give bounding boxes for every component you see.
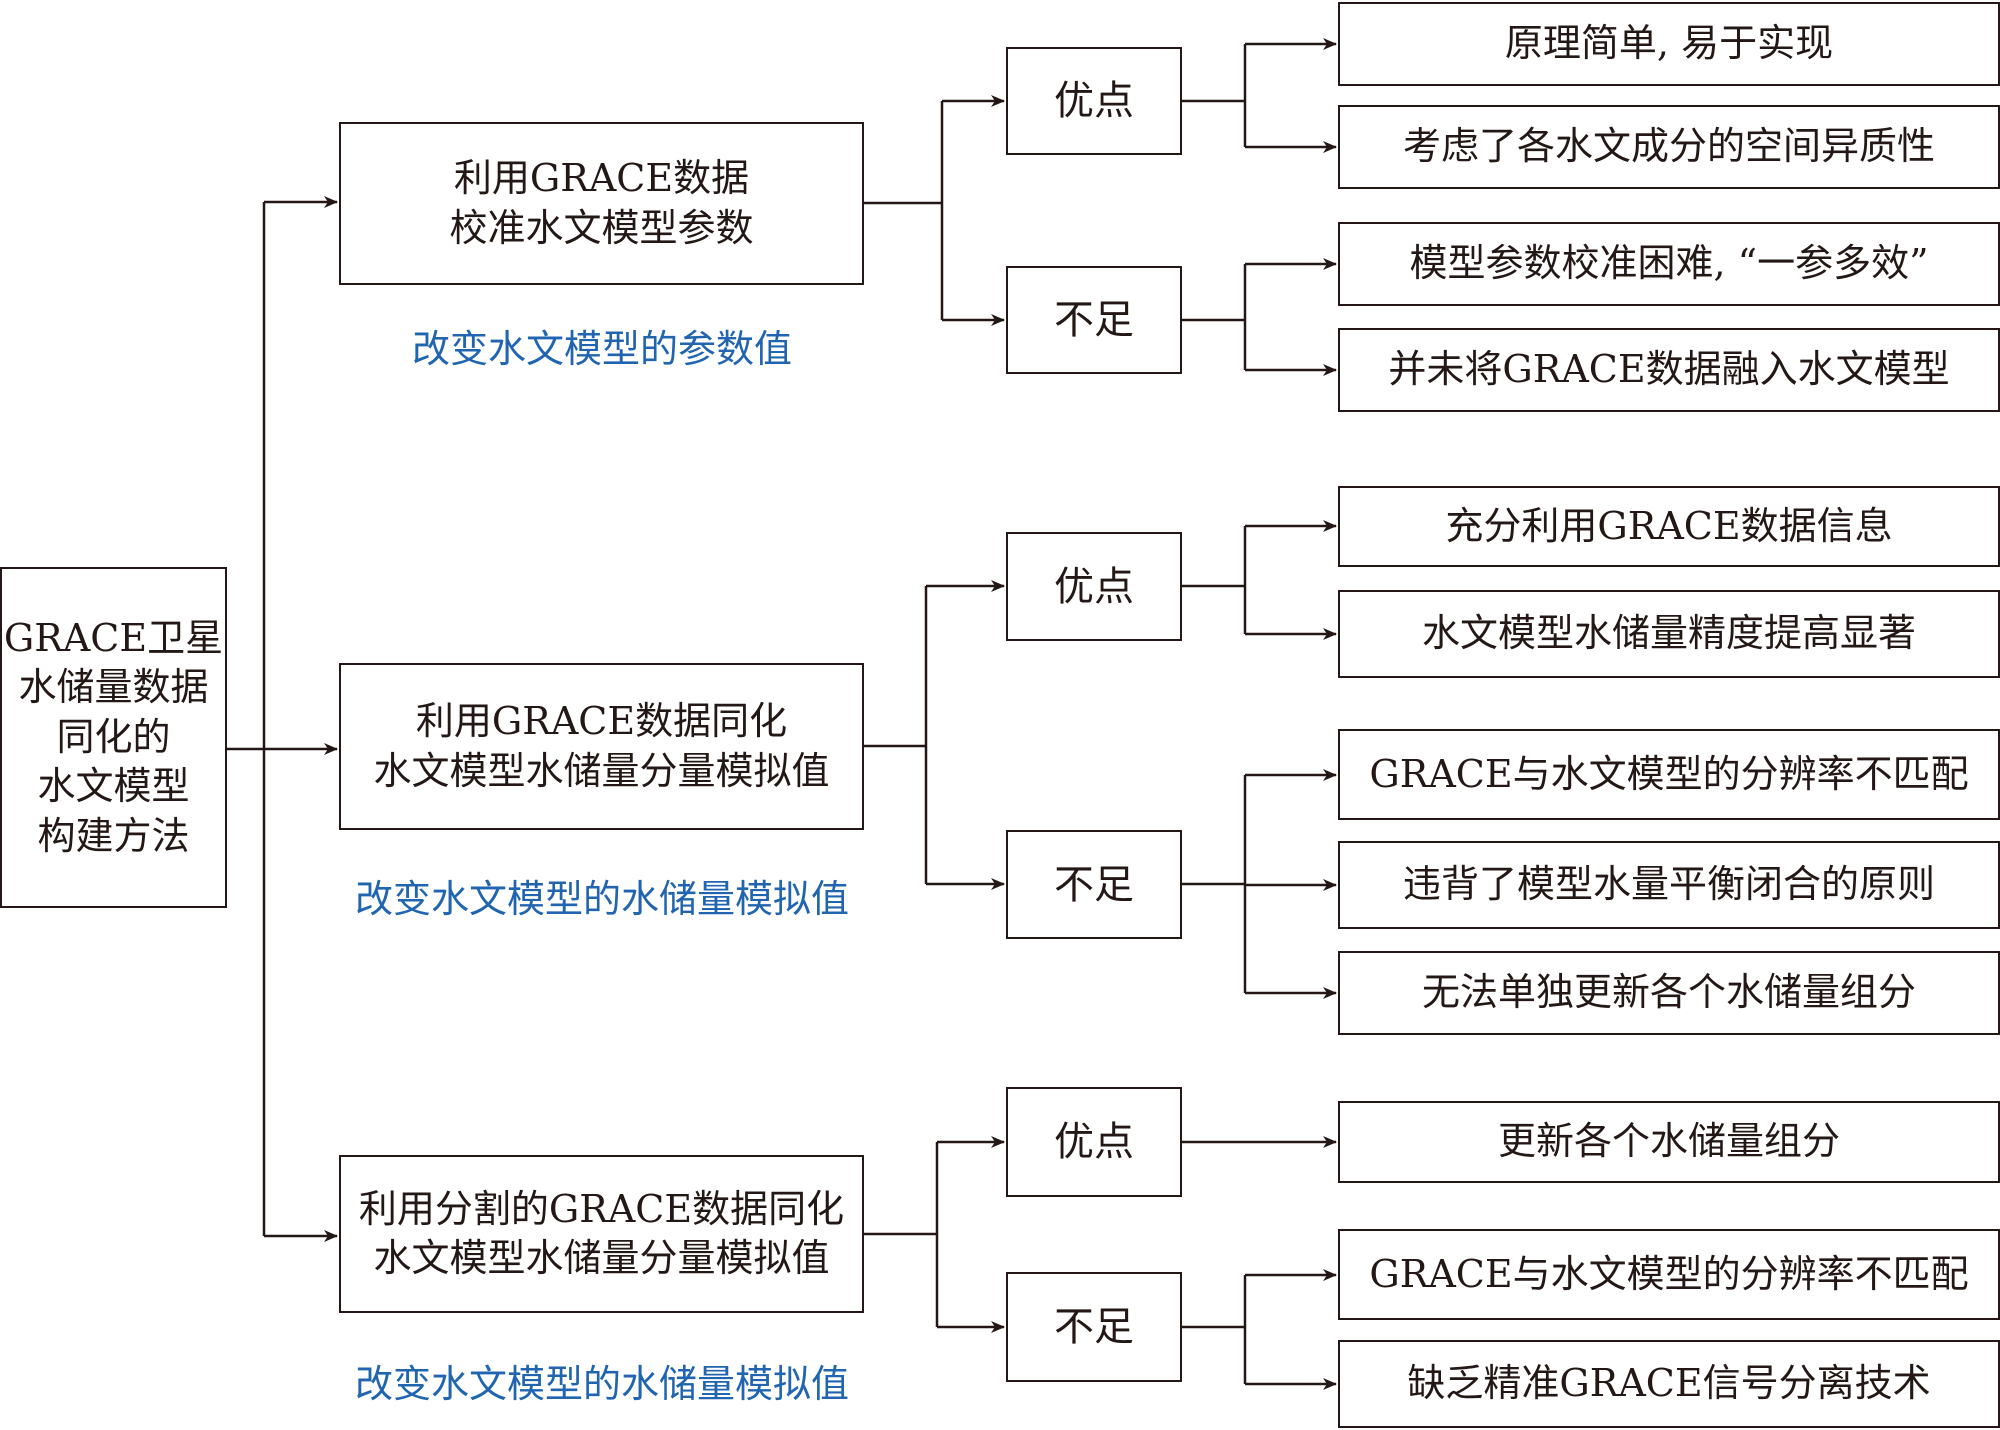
pro-item: 水文模型水储量精度提高显著: [1338, 590, 2000, 678]
method-line: 校准水文模型参数: [449, 205, 754, 250]
root-box: GRACE卫星 水储量数据 同化的 水文模型 构建方法: [0, 567, 227, 908]
method-effect-note: 改变水文模型的水储量模拟值: [354, 1362, 850, 1406]
cons-box: 不足: [1006, 1272, 1182, 1382]
method-box-parameter-calibration: 利用GRACE数据 校准水文模型参数: [339, 122, 864, 285]
method-line: 利用分割的GRACE数据同化: [358, 1186, 845, 1231]
cons-box: 不足: [1006, 830, 1182, 939]
pro-item: 考虑了各水文成分的空间异质性: [1338, 105, 2000, 189]
con-item: 无法单独更新各个水储量组分: [1338, 951, 2000, 1035]
pros-box: 优点: [1006, 532, 1182, 641]
con-item: 违背了模型水量平衡闭合的原则: [1338, 841, 2000, 929]
pros-box: 优点: [1006, 1087, 1182, 1197]
method-line: 水文模型水储量分量模拟值: [373, 748, 830, 793]
root-line: 水文模型: [37, 764, 190, 809]
pro-item: 充分利用GRACE数据信息: [1338, 486, 2000, 567]
con-item: 并未将GRACE数据融入水文模型: [1338, 328, 2000, 412]
pro-item: 更新各个水储量组分: [1338, 1101, 2000, 1183]
cons-box: 不足: [1006, 266, 1182, 374]
method-box-assimilation: 利用GRACE数据同化 水文模型水储量分量模拟值: [339, 663, 864, 830]
pros-box: 优点: [1006, 47, 1182, 155]
method-line: 利用GRACE数据同化: [415, 699, 788, 744]
method-line: 利用GRACE数据: [453, 156, 750, 201]
root-line: 同化的: [56, 714, 171, 759]
con-item: GRACE与水文模型的分辨率不匹配: [1338, 1229, 2000, 1320]
con-item: GRACE与水文模型的分辨率不匹配: [1338, 729, 2000, 820]
root-line: GRACE卫星: [3, 616, 224, 661]
method-box-partitioned-assimilation: 利用分割的GRACE数据同化 水文模型水储量分量模拟值: [339, 1155, 864, 1313]
method-effect-note: 改变水文模型的水储量模拟值: [354, 877, 850, 921]
root-line: 构建方法: [37, 813, 190, 858]
con-item: 模型参数校准困难, “一参多效”: [1338, 222, 2000, 306]
root-line: 水储量数据: [18, 665, 209, 710]
con-item: 缺乏精准GRACE信号分离技术: [1338, 1340, 2000, 1428]
method-effect-note: 改变水文模型的参数值: [411, 327, 793, 371]
method-line: 水文模型水储量分量模拟值: [373, 1236, 830, 1280]
pro-item: 原理简单, 易于实现: [1338, 2, 2000, 86]
